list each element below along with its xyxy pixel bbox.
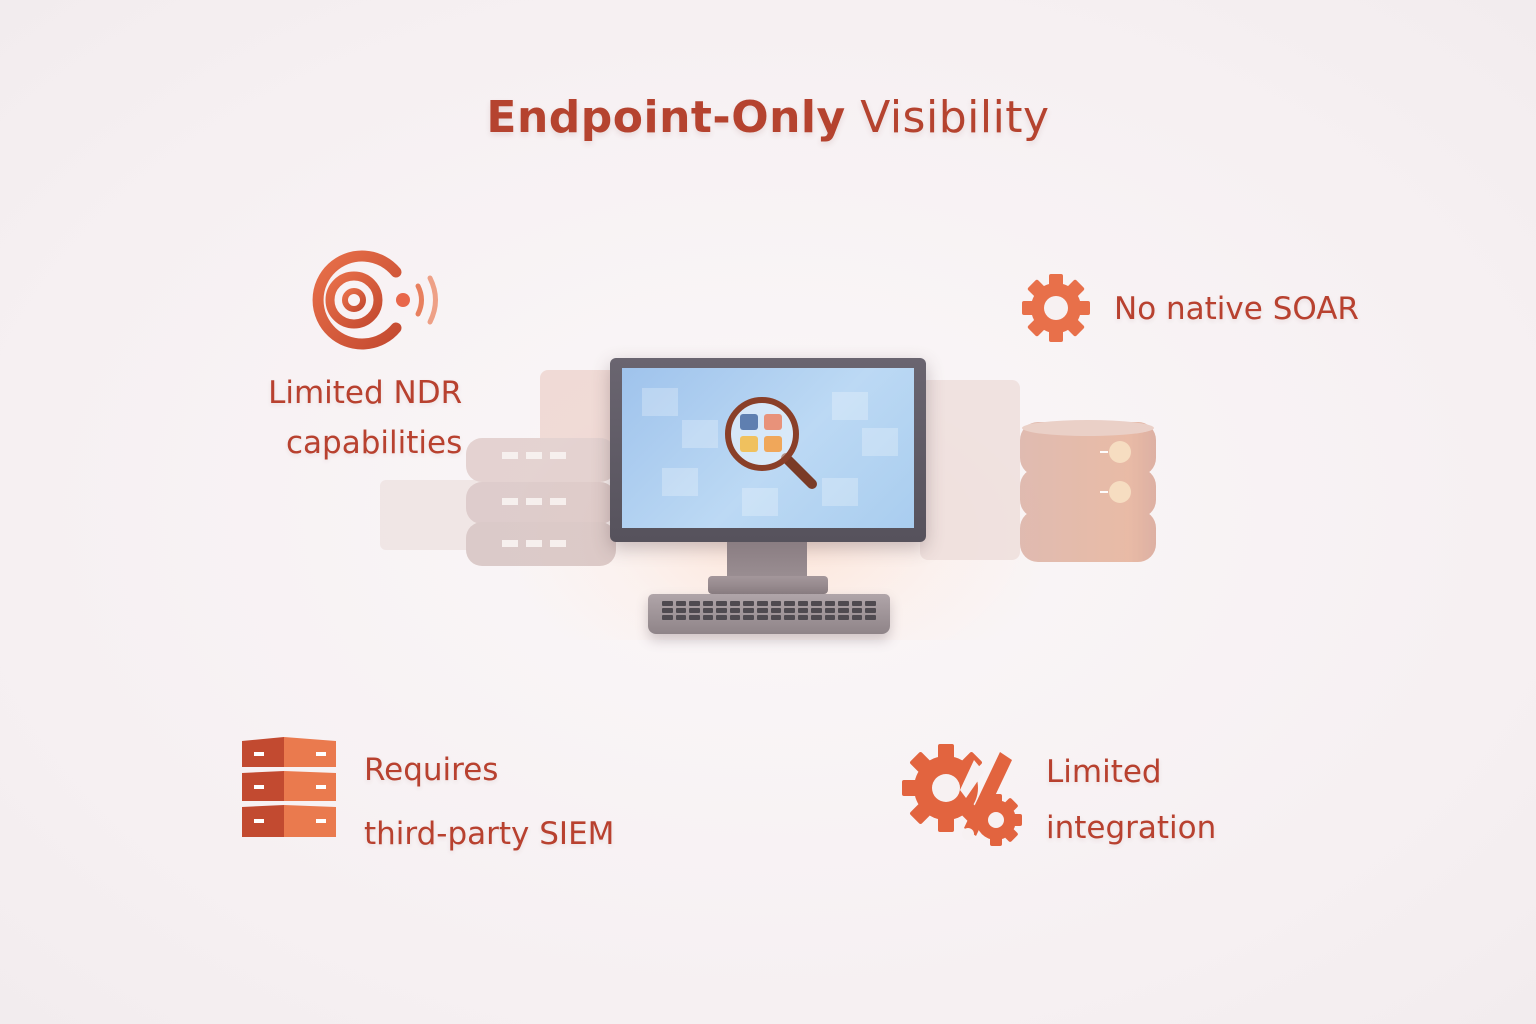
- siem-label: Requires third-party SIEM: [364, 738, 614, 866]
- siem-label-line-2: third-party SIEM: [364, 816, 615, 852]
- soar-label-line-1: No native SOAR: [1114, 291, 1359, 327]
- monitor-base: [708, 576, 828, 594]
- integration-label-line-1: Limited: [1046, 754, 1162, 790]
- monitor-stand: [727, 542, 807, 580]
- gear-icon: [1020, 272, 1092, 344]
- ndr-label-line-1: Limited NDR: [268, 375, 463, 411]
- monitor-illustration: [610, 358, 926, 542]
- integration-label: Limited integration: [1046, 744, 1216, 856]
- magnifier-icon: [725, 397, 817, 489]
- keyboard-illustration: [648, 594, 890, 634]
- page-title: Endpoint-Only Visibility: [0, 92, 1536, 143]
- radar-signal-icon: [304, 250, 446, 350]
- server-stack-icon: [242, 737, 338, 841]
- soar-label: No native SOAR: [1114, 284, 1359, 334]
- siem-label-line-1: Requires: [364, 752, 499, 788]
- ndr-label-line-2: capabilities: [286, 425, 463, 461]
- right-server-stack-illustration: [920, 370, 1160, 570]
- monitor-screen: [622, 368, 914, 528]
- integration-label-line-2: integration: [1046, 810, 1217, 846]
- broken-gears-icon: [900, 738, 1024, 848]
- ndr-label: Limited NDR capabilities: [268, 368, 462, 468]
- title-part-2: Visibility: [860, 92, 1050, 143]
- left-server-stack-illustration: [380, 370, 620, 570]
- title-part-1: Endpoint-Only: [486, 92, 846, 143]
